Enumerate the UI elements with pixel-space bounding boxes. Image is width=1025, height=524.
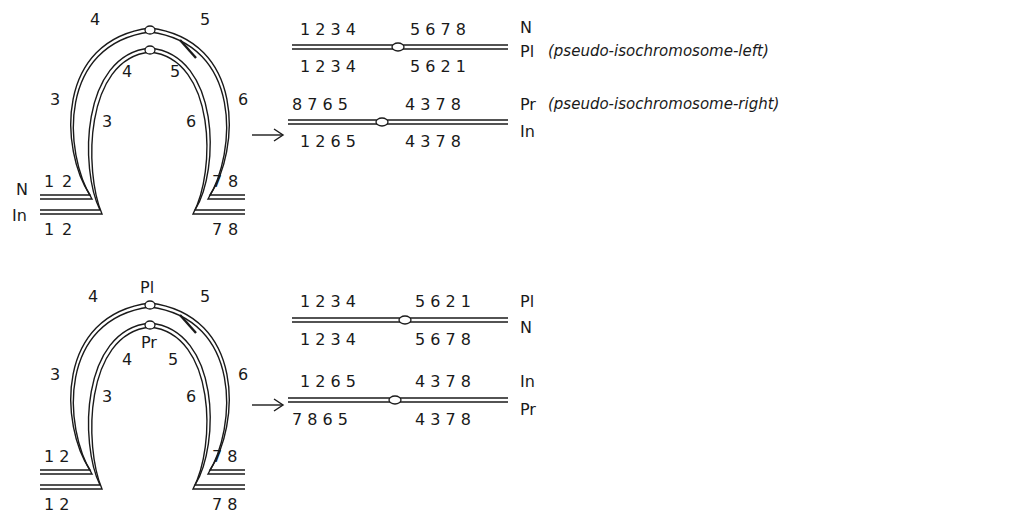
segment-label: 2 [62, 220, 72, 239]
segment-label: 7 8 [212, 495, 237, 514]
segment-label: 2 [62, 172, 72, 191]
segment-label: 4 3 7 8 [415, 410, 471, 429]
segment-label: 7 8 [212, 447, 237, 466]
segment-label: 4 [88, 287, 98, 306]
segment-label: 4 [90, 10, 100, 29]
segment-label: N [520, 318, 532, 337]
segment-label: 5 [170, 62, 180, 81]
segment-label: 1 [44, 172, 54, 191]
segment-label: 1 2 3 4 [300, 292, 356, 311]
segment-label: Pl [520, 292, 534, 311]
segment-label: N [520, 18, 532, 37]
segment-label: 8 [228, 220, 238, 239]
segment-label: 4 3 7 8 [405, 132, 461, 151]
segment-label: Pr [520, 95, 536, 114]
segment-label: 1 2 3 4 [300, 57, 356, 76]
crossover-mark [180, 315, 196, 333]
segment-label: 3 [102, 112, 112, 131]
segment-label: 7 [212, 220, 222, 239]
segment-label: 1 2 [44, 495, 69, 514]
segment-label: 7 8 6 5 [292, 410, 348, 429]
segment-label: 3 [102, 387, 112, 406]
arrow [252, 399, 283, 411]
segment-label: 5 6 7 8 [410, 20, 466, 39]
segment-label: 1 [44, 220, 54, 239]
pseudo-right-loop [40, 323, 245, 489]
segment-label: 5 6 7 8 [415, 330, 471, 349]
segment-label: Pr [520, 400, 536, 419]
segment-label: 3 [50, 90, 60, 109]
segment-label: 5 6 2 1 [410, 57, 466, 76]
chromosome-pair [288, 45, 508, 402]
segment-label: 3 [50, 365, 60, 384]
segment-label: 8 [228, 172, 238, 191]
segment-label: 4 3 7 8 [405, 95, 461, 114]
segment-label: 7 [212, 172, 222, 191]
segment-label: In [520, 122, 535, 141]
segment-label: In [12, 206, 27, 225]
segment-label: 5 [200, 287, 210, 306]
segment-label: 5 [168, 350, 178, 369]
note-label: (pseudo-isochromosome-left) [548, 42, 769, 61]
segment-label: 4 3 7 8 [415, 372, 471, 391]
segment-label: 4 [122, 350, 132, 369]
segment-label: 5 [200, 10, 210, 29]
segment-label: N [16, 180, 28, 199]
segment-label: 5 6 2 1 [415, 292, 471, 311]
segment-label: 1 2 3 4 [300, 330, 356, 349]
inverted-chromosome-loop [40, 48, 245, 214]
centromere [145, 26, 411, 404]
note-label: (pseudo-isochromosome-right) [548, 95, 779, 114]
segment-label: 1 2 [44, 447, 69, 466]
segment-label: Pl [520, 42, 534, 61]
segment-label: 8 7 6 5 [292, 95, 348, 114]
segment-label: 6 [238, 365, 248, 384]
segment-label: In [520, 372, 535, 391]
segment-label: 1 2 6 5 [300, 132, 356, 151]
segment-label: Pl [140, 278, 154, 297]
segment-label: 6 [186, 387, 196, 406]
crossover-mark [180, 40, 196, 58]
segment-label: 4 [122, 62, 132, 81]
segment-label: 1 2 3 4 [300, 20, 356, 39]
segment-label: Pr [141, 333, 157, 352]
segment-label: 6 [238, 90, 248, 109]
arrow [252, 129, 283, 141]
segment-label: 6 [186, 112, 196, 131]
segment-label: 1 2 6 5 [300, 372, 356, 391]
